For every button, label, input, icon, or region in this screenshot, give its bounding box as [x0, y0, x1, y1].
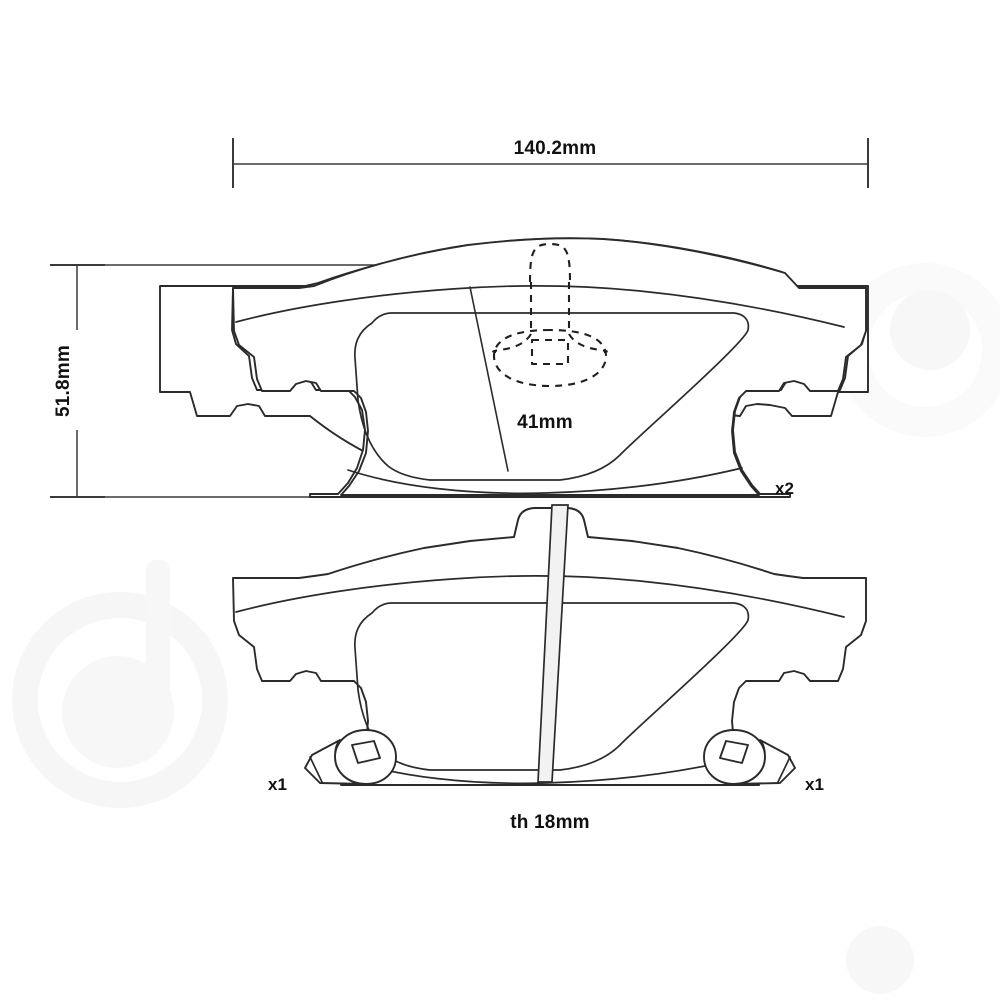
height-dimension-label: 51.8mm [53, 345, 74, 417]
left-retaining-clip: x1 [268, 729, 397, 794]
wear-sensor-outer-body [492, 328, 608, 388]
lower-pad-part: x1 x1 th 18mm [232, 504, 867, 833]
left-clip-fold-line [309, 756, 323, 783]
right-clip-square-hole [719, 740, 749, 764]
upper-pad-plate-silhouette [232, 237, 867, 496]
right-clip-fold-line [777, 756, 791, 783]
right-retaining-clip: x1 [703, 729, 824, 794]
friction-height-leader-line [469, 286, 509, 472]
watermark-dot-bottom-right [846, 926, 914, 994]
width-dimension-label: 140.2mm [514, 138, 597, 159]
height-dim-label-bg [56, 330, 82, 430]
watermark-dot-right [890, 290, 970, 370]
thickness-label: th 18mm [510, 812, 590, 833]
width-dim-label-bg [495, 136, 615, 160]
upper-pad-quantity-label: x2 [775, 479, 794, 498]
right-clip-quantity-label: x1 [805, 775, 824, 794]
left-clip-quantity-label: x1 [268, 775, 287, 794]
right-clip-tang [733, 739, 796, 785]
wear-sensor-hidden-detail [492, 242, 608, 388]
left-clip-tang [304, 739, 367, 785]
upper-pad-part: 41mm x2 [159, 237, 869, 498]
lower-pad-bottom-contour [347, 757, 743, 785]
wear-sensor-flare-right [568, 333, 608, 354]
wear-sensor-inner-rect [530, 338, 570, 366]
watermark-ring-left [12, 592, 228, 808]
watermark-stem-left [146, 560, 170, 720]
upper-pad-bottom-contour [347, 467, 743, 495]
wear-sensor-tab-top [528, 242, 572, 283]
lower-pad-center-slot [537, 504, 569, 783]
left-clip-square-hole [351, 740, 381, 764]
friction-height-label: 41mm [517, 412, 573, 433]
lower-pad-friction-outline [354, 602, 750, 771]
wear-sensor-flare-left [492, 333, 532, 354]
upper-pad-friction-outline [354, 312, 750, 481]
upper-pad-top-contour [235, 284, 845, 328]
height-dimension: 51.8mm [50, 264, 480, 498]
width-dimension: 140.2mm [232, 136, 869, 188]
